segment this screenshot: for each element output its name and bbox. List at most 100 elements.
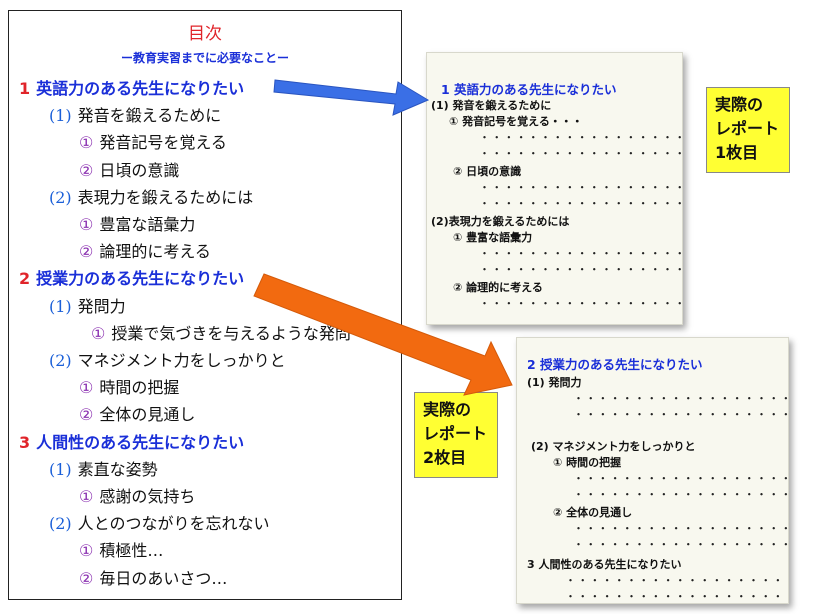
toc-line-h2: (2) マネジメント力をしっかりと <box>49 347 286 371</box>
toc-line-number: ② <box>79 568 94 588</box>
toc-line-h2: (1)発音を鍛えるために <box>49 102 221 126</box>
toc-line-text: 時間の把握 <box>99 378 180 398</box>
report2-line: ① 時間の把握 <box>553 456 622 469</box>
report1-heading: 1 英語力のある先生になりたい <box>441 82 617 97</box>
toc-line-text: 感謝の気持ち <box>99 487 196 506</box>
report2-dots: ・・・・・・・・・・・・・・・・・・・・・・・ <box>573 488 788 501</box>
report1-dots: ・・・・・・・・・・・・・・・・・・・・・・・ <box>479 247 683 260</box>
report2-heading: 2 授業力のある先生になりたい <box>527 357 703 372</box>
toc-line-h2: (1)素直な姿勢 <box>49 456 158 480</box>
toc-title: 目次 <box>188 24 222 44</box>
note-line: 1枚目 <box>715 143 759 162</box>
report1-line: ① 発音記号を覚える・・・ <box>449 115 583 128</box>
report2-dots: ・・・・・・・・・・・・・・・・・・・・・・・ <box>565 590 788 603</box>
toc-line-number: ② <box>79 405 94 425</box>
toc-line-h1: 1 英語力のある先生になりたい <box>19 75 244 99</box>
toc-line-h3: ① 感謝の気持ち <box>79 483 195 507</box>
report2-line: 3 人間性のある先生になりたい <box>527 558 682 571</box>
toc-line-text: 授業力のある先生になりたい <box>36 269 245 289</box>
toc-line-h2: (2)人とのつながりを忘れない <box>49 510 270 534</box>
report2-line: ② 全体の見通し <box>553 506 633 519</box>
report2-line: (1) 発問力 <box>527 376 582 389</box>
toc-subtitle: ー教育実習までに必要なことー <box>120 51 289 65</box>
toc-line-number: ② <box>79 242 94 262</box>
toc-line-number: (1) <box>49 459 72 479</box>
toc-line-text: 人とのつながりを忘れない <box>77 514 270 534</box>
report1-dots: ・・・・・・・・・・・・・・・・・・・・・・・ <box>479 181 683 194</box>
toc-line-text: 英語力のある先生になりたい <box>36 79 245 98</box>
toc-line-h3: ① 豊富な語彙力 <box>79 211 195 235</box>
toc-line-text: 発音を鍛えるために <box>77 106 222 126</box>
note-line: 実際の <box>423 400 472 419</box>
toc-line-text: 論理的に考える <box>99 242 211 262</box>
report2-dots: ・・・・・・・・・・・・・・・・・・・・・・・ <box>573 392 788 405</box>
note-line: レポート <box>423 424 488 443</box>
toc-line-text: 授業で気づきを与えるような発問 <box>111 323 351 343</box>
toc-line-number: ② <box>79 160 94 180</box>
toc-line-number: (1) <box>49 106 72 126</box>
report1-dots: ・・・・・・・・・・・・・・・・・・・・・・・ <box>479 297 683 310</box>
report2-dots: ・・・・・・・・・・・・・・・・・・・・・・・ <box>573 538 788 551</box>
toc-line-text: 積極性… <box>99 541 164 561</box>
toc-line-text: マネジメント力をしっかりと <box>77 351 286 370</box>
toc-line-number: (2) <box>49 187 72 207</box>
toc-line-number: (1) <box>49 296 72 316</box>
report2-dots: ・・・・・・・・・・・・・・・・・・・・・・・ <box>573 472 788 485</box>
toc-line-number: ① <box>79 487 94 506</box>
toc-line-text: 豊富な語彙力 <box>99 215 196 234</box>
toc-line-number: 3 <box>19 432 31 452</box>
note-line: レポート <box>715 119 780 138</box>
toc-line-text: 表現力を鍛えるためには <box>77 187 254 207</box>
report1-line: ② 日頃の意識 <box>453 165 522 178</box>
note-line: 2枚目 <box>423 448 467 467</box>
blue-arrow-icon <box>273 79 430 116</box>
toc-line-h2: (1)発問力 <box>49 293 126 317</box>
report1-line: (2)表現力を鍛えるためには <box>431 215 570 228</box>
toc-line-number: (2) <box>49 351 72 370</box>
toc-line-text: 人間性のある先生になりたい <box>36 432 245 452</box>
toc-line-number: ① <box>79 215 94 234</box>
toc-line-number: (2) <box>49 514 72 534</box>
toc-line-text: 発問力 <box>77 296 126 316</box>
report1-line: ② 論理的に考える <box>453 281 543 294</box>
toc-line-text: 素直な姿勢 <box>77 459 158 479</box>
note-actual-report-1: 実際の レポート 1枚目 <box>706 87 790 173</box>
report2-dots: ・・・・・・・・・・・・・・・・・・・・・・・ <box>573 522 788 535</box>
toc-line-number: 2 <box>19 269 31 289</box>
report2-dots: ・・・・・・・・・・・・・・・・・・・・・・・ <box>565 574 788 587</box>
note-actual-report-2: 実際の レポート 2枚目 <box>414 392 498 478</box>
report1-dots: ・・・・・・・・・・・・・・・・・・・・・・・ <box>479 263 683 276</box>
toc-line-text: 全体の見通し <box>99 405 196 425</box>
toc-line-number: ① <box>79 133 94 153</box>
toc-line-text: 毎日のあいさつ… <box>99 568 228 588</box>
toc-line-number: ① <box>91 323 106 343</box>
toc-line-number: 1 <box>19 79 31 98</box>
note-line: 実際の <box>715 95 764 114</box>
toc-line-number: ① <box>79 378 94 398</box>
report1-dots: ・・・・・・・・・・・・・・・・・・・・・・・ <box>479 197 683 210</box>
report-page-1: 1 英語力のある先生になりたい (1) 発音を鍛えるために ① 発音記号を覚える… <box>426 52 683 325</box>
report1-dots: ・・・・・・・・・・・・・・・・・・・・・・・ <box>479 131 683 144</box>
report2-dots: ・・・・・・・・・・・・・・・・・・・・・・・ <box>573 408 788 421</box>
toc-line-text: 日頃の意識 <box>99 160 180 180</box>
report2-line: (2) マネジメント力をしっかりと <box>531 440 696 453</box>
report1-dots: ・・・・・・・・・・・・・・・・・・・・・・・ <box>479 147 683 160</box>
report1-line: ① 豊富な語彙力 <box>453 231 533 244</box>
toc-line-number: ① <box>79 541 94 561</box>
report1-line: (1) 発音を鍛えるために <box>431 99 552 112</box>
toc-line-text: 発音記号を覚える <box>99 133 227 153</box>
toc-line-h2: (2)表現力を鍛えるためには <box>49 184 253 208</box>
report-page-2: 2 授業力のある先生になりたい (1) 発問力 ・・・・・・・・・・・・・・・・… <box>516 337 789 604</box>
orange-arrow-icon <box>253 273 513 396</box>
